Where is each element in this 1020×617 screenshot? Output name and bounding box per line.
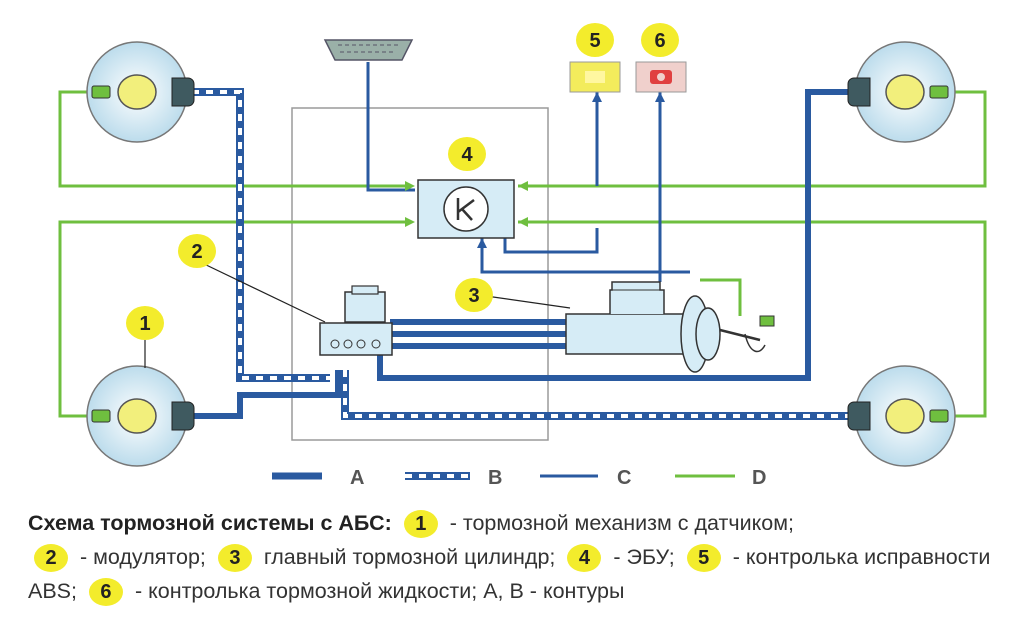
caption-item-4: - ЭБУ; (613, 545, 675, 569)
control-wires (366, 62, 690, 282)
svg-text:5: 5 (589, 30, 600, 52)
legend-b-label: B (488, 467, 502, 489)
master-cylinder (565, 281, 775, 373)
leader-lines (144, 261, 571, 368)
legend: A B C D (272, 467, 766, 489)
modulator (319, 285, 393, 356)
caption-title: Схема тормозной системы с АБС: (28, 511, 392, 535)
ecu-symbol-icon (456, 198, 475, 221)
wheel-rear-right (847, 365, 956, 467)
caption-item-5: - контролька исправности ABS; (28, 545, 991, 603)
caption-item-6: - контролька тормозной жидкости; А, В - … (134, 579, 625, 603)
caption-badge-5: 5 (686, 544, 721, 573)
svg-text:4: 4 (461, 144, 473, 166)
svg-text:6: 6 (654, 30, 665, 52)
svg-text:3: 3 (468, 285, 479, 307)
wheel-front-right (847, 41, 956, 143)
caption-badge-3: 3 (217, 544, 252, 573)
badge-5: 5 (576, 23, 614, 57)
svg-text:2: 2 (191, 241, 202, 263)
badge-6: 6 (641, 23, 679, 57)
caption-badge-2: 2 (34, 544, 68, 573)
wheel-front-left (86, 41, 195, 143)
caption-badge-4: 4 (567, 544, 602, 573)
caption-badge-1: 1 (403, 510, 438, 539)
ecu-arrows-blue (477, 92, 665, 248)
caption-badge-6: 6 (88, 578, 123, 607)
badge-1: 1 (126, 306, 164, 340)
diagram-caption: Схема тормозной системы с АБС: 1 - тормо… (28, 506, 1013, 608)
wheel-rear-left (86, 365, 195, 467)
caption-item-2: - модулятор; (79, 545, 206, 569)
svg-text:1: 1 (139, 313, 150, 335)
abs-lamp-face (585, 71, 605, 83)
legend-a-label: A (350, 467, 364, 489)
ecu-arrows (405, 181, 528, 227)
legend-d-label: D (752, 467, 766, 489)
caption-item-3: главный тормозной цилиндр; (263, 545, 556, 569)
brake-lamp-symbol-icon (657, 73, 665, 81)
badge-4: 4 (448, 137, 486, 171)
legend-c-label: C (617, 467, 631, 489)
caption-item-1: - тормозной механизм с датчиком; (449, 511, 794, 535)
engine-bay-outline (291, 107, 549, 441)
badge-2: 2 (178, 234, 216, 268)
brake-pedal (323, 39, 414, 61)
brake-circuit-a (192, 89, 860, 419)
ecu (417, 179, 515, 239)
brake-circuit-b (192, 88, 860, 420)
badge-3: 3 (455, 278, 493, 312)
